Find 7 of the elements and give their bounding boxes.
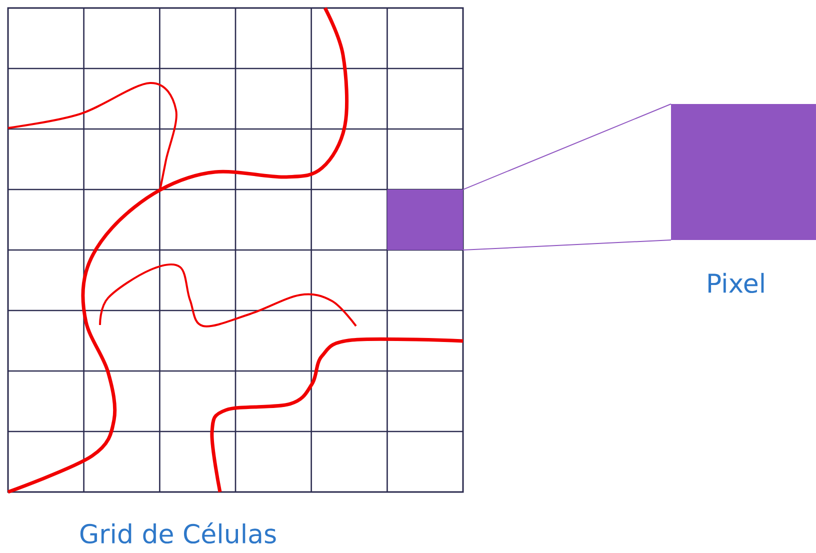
node-label: Grid de Células <box>80 522 276 544</box>
node-label: Pixel <box>708 272 764 294</box>
pixel-box: Pixel <box>671 104 816 294</box>
grid-cell <box>387 190 463 250</box>
connector-line <box>462 239 672 251</box>
connector-line <box>462 104 672 190</box>
grid: Grid de Células <box>7 7 464 544</box>
